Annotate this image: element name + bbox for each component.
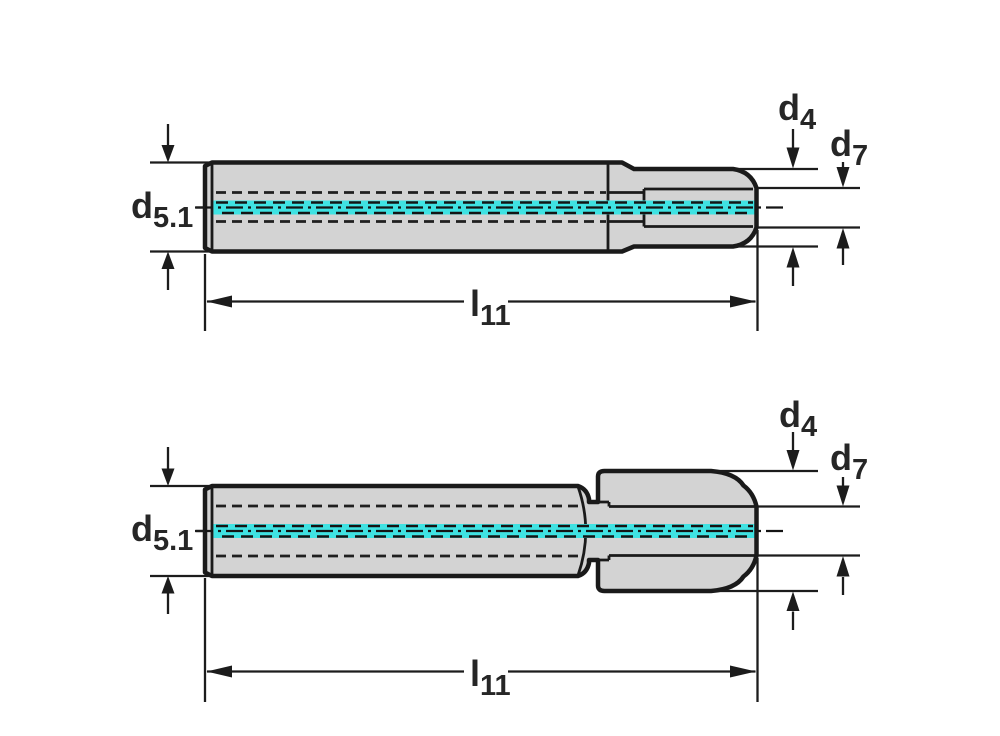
dimension-d4: d4	[735, 87, 818, 286]
coolant-channel-highlight	[213, 524, 756, 538]
arrow-up-icon	[161, 576, 175, 594]
dimension-l11: l11	[203, 558, 759, 702]
arrow-down-icon	[786, 450, 800, 471]
arrow-up-icon	[786, 591, 800, 611]
arrow-down-icon	[786, 147, 800, 169]
dimension-label-d7: d7	[830, 437, 868, 486]
dimension-d7: d7	[758, 437, 868, 595]
arrow-left-icon	[206, 295, 232, 308]
dimension-label-d7: d7	[830, 123, 868, 172]
arrow-down-icon	[836, 167, 850, 188]
dimension-label-d4: d4	[778, 87, 816, 136]
arrow-down-icon	[161, 145, 175, 163]
arrow-down-icon	[161, 468, 175, 486]
arrow-left-icon	[206, 665, 232, 678]
coolant-channel-highlight	[213, 200, 756, 215]
tool-body-outline	[202, 160, 759, 254]
dimension-d51: d5.1	[131, 124, 211, 290]
dimension-d51: d5.1	[131, 447, 211, 614]
tool-body-outline	[202, 468, 759, 594]
dimension-label-l11: l11	[470, 653, 511, 702]
arrow-up-icon	[836, 556, 850, 577]
dimension-label-d51: d5.1	[131, 185, 193, 234]
dimension-label-d4: d4	[779, 394, 817, 443]
figure-top-variant: d5.1 d4 d7	[131, 87, 868, 332]
arrow-up-icon	[836, 228, 850, 249]
arrow-up-icon	[161, 251, 175, 269]
arrow-up-icon	[786, 247, 800, 268]
dimension-d4: d4	[713, 394, 818, 630]
figure-bottom-variant: d5.1 d4 d7	[131, 394, 868, 702]
dimension-label-d51: d5.1	[131, 508, 193, 557]
arrow-down-icon	[836, 485, 850, 506]
dimension-label-l11: l11	[470, 283, 511, 332]
dimension-d7: d7	[758, 123, 868, 265]
arrow-right-icon	[730, 295, 756, 308]
arrow-right-icon	[730, 665, 756, 678]
dimension-l11: l11	[203, 230, 759, 332]
